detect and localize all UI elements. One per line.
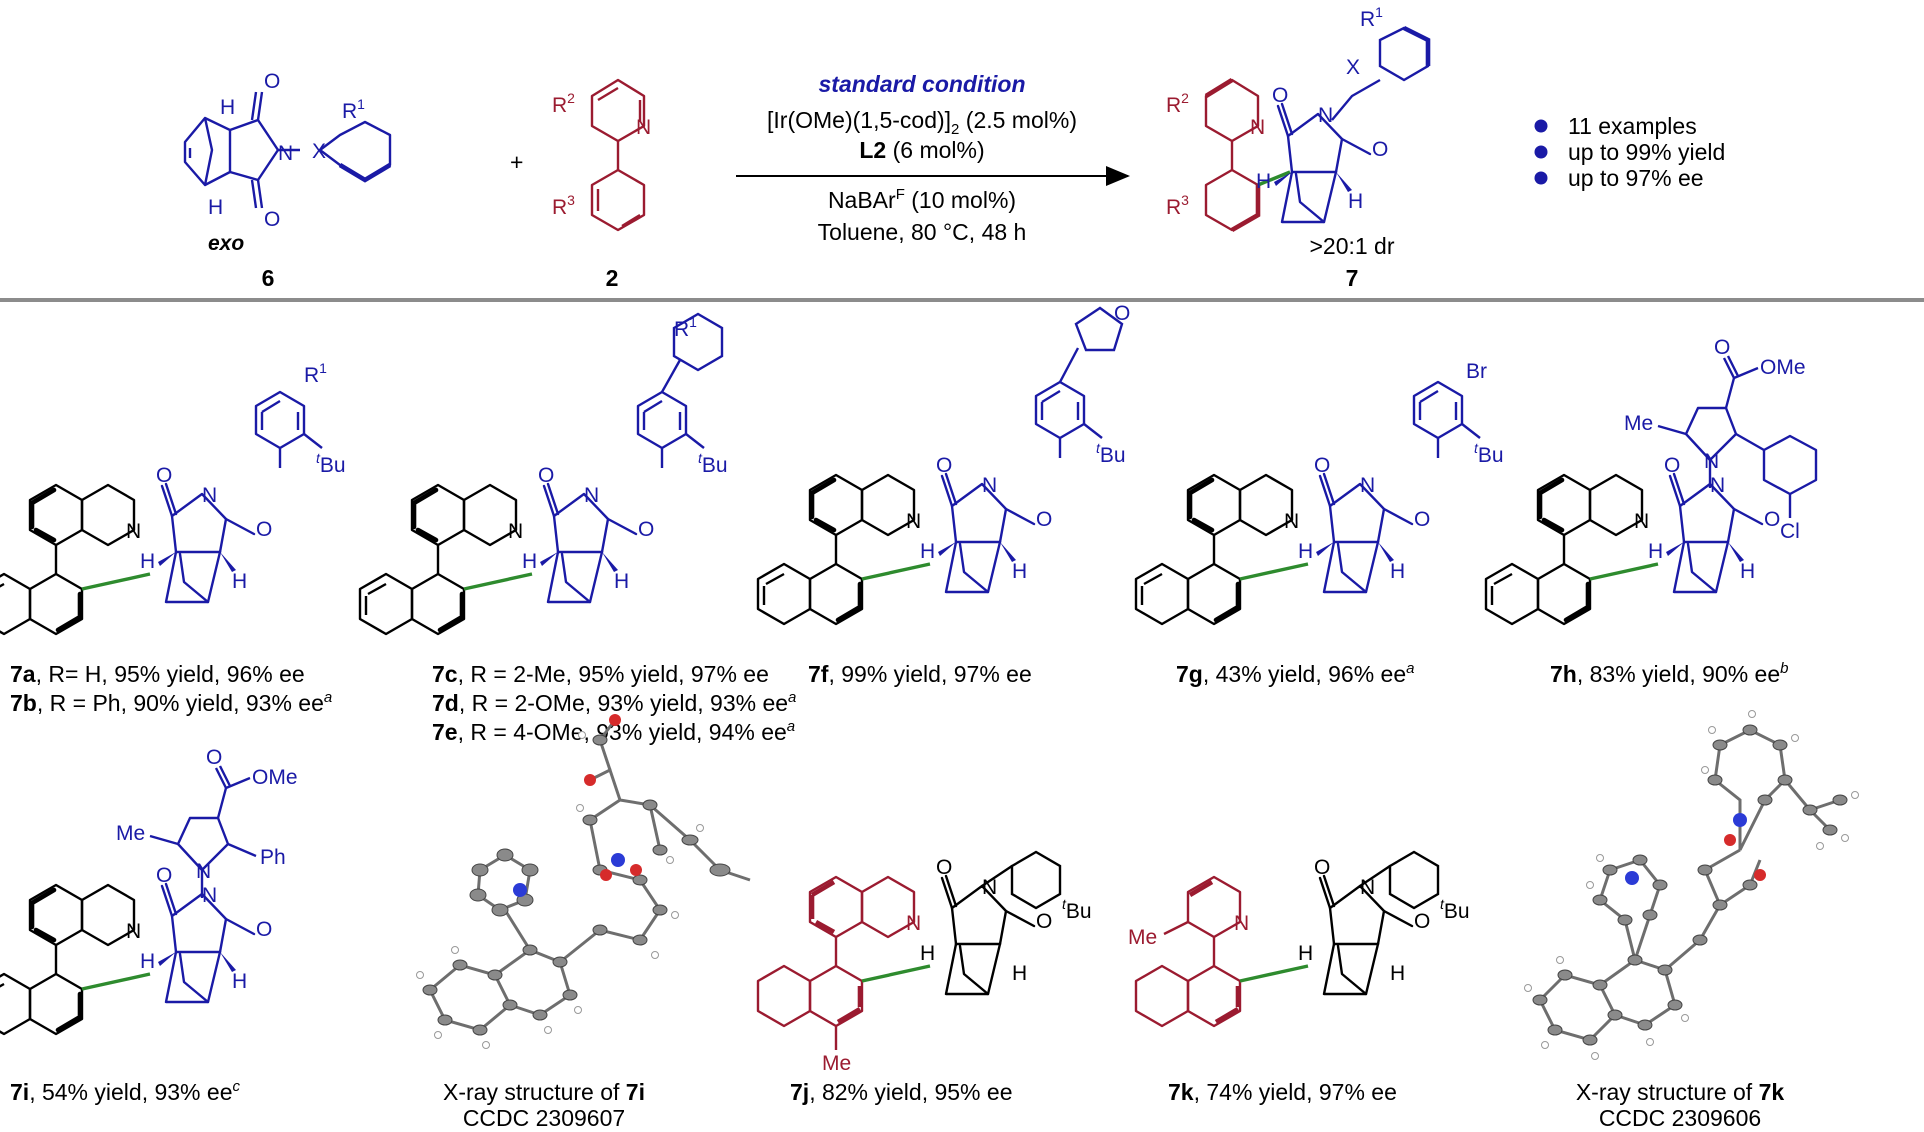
bullet-icon	[1534, 145, 1548, 159]
o-label: O	[1036, 910, 1052, 933]
n-label: N	[636, 116, 651, 139]
x-label: X	[312, 140, 326, 163]
reaction-conditions: standard condition [Ir(OMe)(1,5-cod)]2 (…	[736, 71, 1130, 245]
r3-label: R3	[552, 192, 575, 219]
additive: NaBArF (10 mol%)	[828, 186, 1016, 213]
tbu-label: tBu	[1096, 440, 1126, 467]
catalyst: [Ir(OMe)(1,5-cod)]2 (2.5 mol%)	[767, 107, 1077, 138]
reactant-6: O O N H H X R1 exo 6	[183, 70, 392, 291]
captions-row-1: 7a, R= H, 95% yield, 96% ee 7b, R = Ph, …	[10, 660, 1788, 745]
solvent-temperature: Toluene, 80 °C, 48 h	[818, 219, 1027, 245]
cl-label: Cl	[1780, 520, 1800, 543]
x-label: X	[1346, 56, 1360, 79]
bullet-icon	[1534, 119, 1548, 133]
o-label: O	[1414, 910, 1430, 933]
r1-label: R1	[304, 360, 327, 387]
tbu-label: tBu	[1440, 896, 1470, 923]
compound-number-6: 6	[262, 265, 275, 291]
xray-caption-7k: X-ray structure of 7k	[1576, 1079, 1785, 1105]
caption-7i: 7i, 54% yield, 93% eec	[10, 1078, 240, 1105]
reactant-2: N R2 R3 2	[552, 78, 651, 291]
br-label: Br	[1466, 360, 1487, 383]
h-label: H	[220, 96, 235, 119]
caption-7j: 7j, 82% yield, 95% ee	[790, 1079, 1012, 1105]
o-label: O	[264, 70, 280, 93]
r2-label: R2	[552, 90, 575, 117]
structure-7j: N Me O N O H H tBu	[756, 850, 1092, 1075]
conditions-title: standard condition	[819, 71, 1026, 97]
h-label: H	[1012, 962, 1027, 985]
captions-row-2: 7i, 54% yield, 93% eec 7j, 82% yield, 95…	[10, 1078, 1397, 1105]
r1-label: R1	[674, 314, 697, 341]
n-label: N	[1234, 912, 1249, 935]
compound-number-7: 7	[1346, 265, 1359, 291]
me-label: Me	[116, 822, 145, 845]
structure-7h: O OMe Me N Cl	[1486, 336, 1818, 624]
tbu-label: tBu	[316, 450, 346, 477]
caption-7b: 7b, R = Ph, 90% yield, 93% eea	[10, 689, 332, 716]
o-label: O	[1114, 302, 1130, 325]
n-label: N	[906, 912, 921, 935]
caption-7f: 7f, 99% yield, 97% ee	[808, 661, 1032, 687]
ome-label: OMe	[252, 766, 298, 789]
caption-7k: 7k, 74% yield, 97% ee	[1168, 1079, 1397, 1105]
o-label: O	[206, 746, 222, 769]
h-label: H	[208, 196, 223, 219]
me-label: Me	[1624, 412, 1653, 435]
structure-7a-7b: R1 tBu	[0, 360, 346, 634]
h-label: H	[1298, 942, 1313, 965]
caption-7d: 7d, R = 2-OMe, 93% yield, 93% eea	[432, 689, 796, 716]
product-7: N R2 R3 X R1 >20:1 dr 7	[1166, 4, 1431, 291]
dr-label: >20:1 dr	[1309, 233, 1394, 259]
r2-label: R2	[1166, 90, 1189, 117]
ome-label: OMe	[1760, 356, 1806, 379]
n-label: N	[1250, 116, 1265, 139]
highlights-list: 11 examples up to 99% yield up to 97% ee	[1534, 113, 1725, 191]
r3-label: R3	[1166, 192, 1189, 219]
tbu-label: tBu	[1474, 440, 1504, 467]
o-label: O	[1714, 336, 1730, 359]
me-label: Me	[822, 1052, 851, 1075]
o-label: O	[1314, 856, 1330, 879]
tbu-label: tBu	[1062, 896, 1092, 923]
caption-7c: 7c, R = 2-Me, 95% yield, 97% ee	[432, 661, 769, 687]
exo-label: exo	[208, 232, 244, 255]
tbu-label: tBu	[698, 450, 728, 477]
me-label: Me	[1128, 926, 1157, 949]
n-label: N	[1360, 876, 1375, 899]
n-label: N	[278, 142, 293, 165]
r1-label: R1	[342, 96, 365, 123]
highlight-item: up to 99% yield	[1568, 139, 1725, 165]
o-label: O	[264, 208, 280, 231]
highlight-item: 11 examples	[1568, 113, 1697, 139]
compound-number-2: 2	[606, 265, 619, 291]
caption-7a: 7a, R= H, 95% yield, 96% ee	[10, 661, 305, 687]
n-label: N	[982, 876, 997, 899]
h-label: H	[1390, 962, 1405, 985]
structure-7i: O OMe Me N Ph	[0, 746, 298, 1034]
structure-7f: O tBu	[758, 302, 1130, 624]
xray-caption-7i: X-ray structure of 7i	[443, 1079, 645, 1105]
xray-image-7i	[416, 714, 751, 1049]
bullet-icon	[1534, 171, 1548, 185]
ccdc-7k: CCDC 2309606	[1599, 1105, 1761, 1131]
structure-7c-7e: R1 tBu	[360, 312, 728, 634]
caption-7e: 7e, R = 4-OMe, 93% yield, 94% eea	[432, 718, 795, 745]
xray-image-7k	[1524, 710, 1859, 1060]
n-label: N	[1704, 450, 1719, 473]
r1-label: R1	[1360, 4, 1383, 31]
ccdc-7i: CCDC 2309607	[463, 1105, 625, 1131]
highlight-item: up to 97% ee	[1568, 165, 1704, 191]
ph-label: Ph	[260, 846, 286, 869]
o-label: O	[936, 856, 952, 879]
caption-7g: 7g, 43% yield, 96% eea	[1176, 660, 1414, 687]
structure-7g: Br tBu	[1136, 360, 1504, 624]
ligand: L2 (6 mol%)	[859, 137, 984, 163]
structure-7k: N Me O N O H H tBu	[1128, 850, 1470, 1028]
h-label: H	[920, 942, 935, 965]
plus-sign: +	[510, 149, 523, 175]
caption-7h: 7h, 83% yield, 90% eeb	[1550, 660, 1788, 687]
n-label: N	[196, 860, 211, 883]
